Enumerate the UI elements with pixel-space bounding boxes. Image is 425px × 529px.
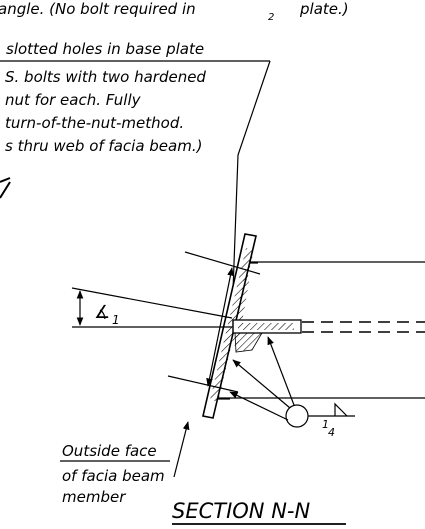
web-weld	[234, 332, 263, 353]
angle-symbol: ∡	[94, 302, 110, 323]
weld-size-num: 1	[322, 418, 329, 431]
facia-beam	[218, 261, 425, 400]
angle-label: 1	[112, 313, 120, 327]
weld-leader-1	[232, 359, 291, 409]
bolt	[232, 319, 302, 334]
dim-ext-top	[184, 251, 261, 275]
section-title: SECTION N-N	[172, 499, 310, 523]
face-note-line3: member	[62, 488, 126, 506]
plate-dim	[206, 267, 234, 387]
dim-ext-bottom	[167, 375, 239, 393]
view-mark-2	[0, 181, 11, 199]
top-note-fraction: 2	[268, 12, 274, 23]
face-note-leader	[173, 421, 190, 478]
bolt-note-line2: S. bolts with two hardened	[5, 68, 206, 86]
weld-leader-2	[267, 336, 295, 406]
bolt-note-bracket	[237, 60, 271, 156]
bolt-note-line3: nut for each. Fully	[5, 91, 142, 109]
bolt-note-line1: slotted holes in base plate	[6, 40, 204, 58]
bolt-note-line5: s thru web of facia beam.)	[5, 137, 202, 155]
angle-line-top	[71, 287, 233, 319]
bolt-note-line4: turn-of-the-nut-method.	[5, 114, 184, 132]
bolt-hatch	[238, 323, 294, 330]
weld-size-den: 4	[328, 426, 335, 439]
weld-leader-3	[229, 391, 289, 421]
bolt-note: slotted holes in base plate S. bolts wit…	[0, 40, 271, 156]
face-note: Outside face of facia beam member	[60, 421, 190, 506]
fillet-weld-symbol	[334, 402, 348, 417]
weld-all-around-circle	[285, 404, 309, 428]
weld-symbol: 1 4	[229, 336, 355, 439]
top-note-end: plate.)	[299, 0, 349, 18]
angle-dimension: ∡ 1	[71, 287, 233, 328]
view-mark	[0, 177, 11, 183]
face-note-line1: Outside face	[62, 442, 157, 460]
top-note-text: angle. (No bolt required in	[0, 0, 196, 18]
top-note: angle. (No bolt required in 2 plate.)	[0, 0, 349, 23]
face-note-line2: of facia beam	[62, 467, 165, 485]
